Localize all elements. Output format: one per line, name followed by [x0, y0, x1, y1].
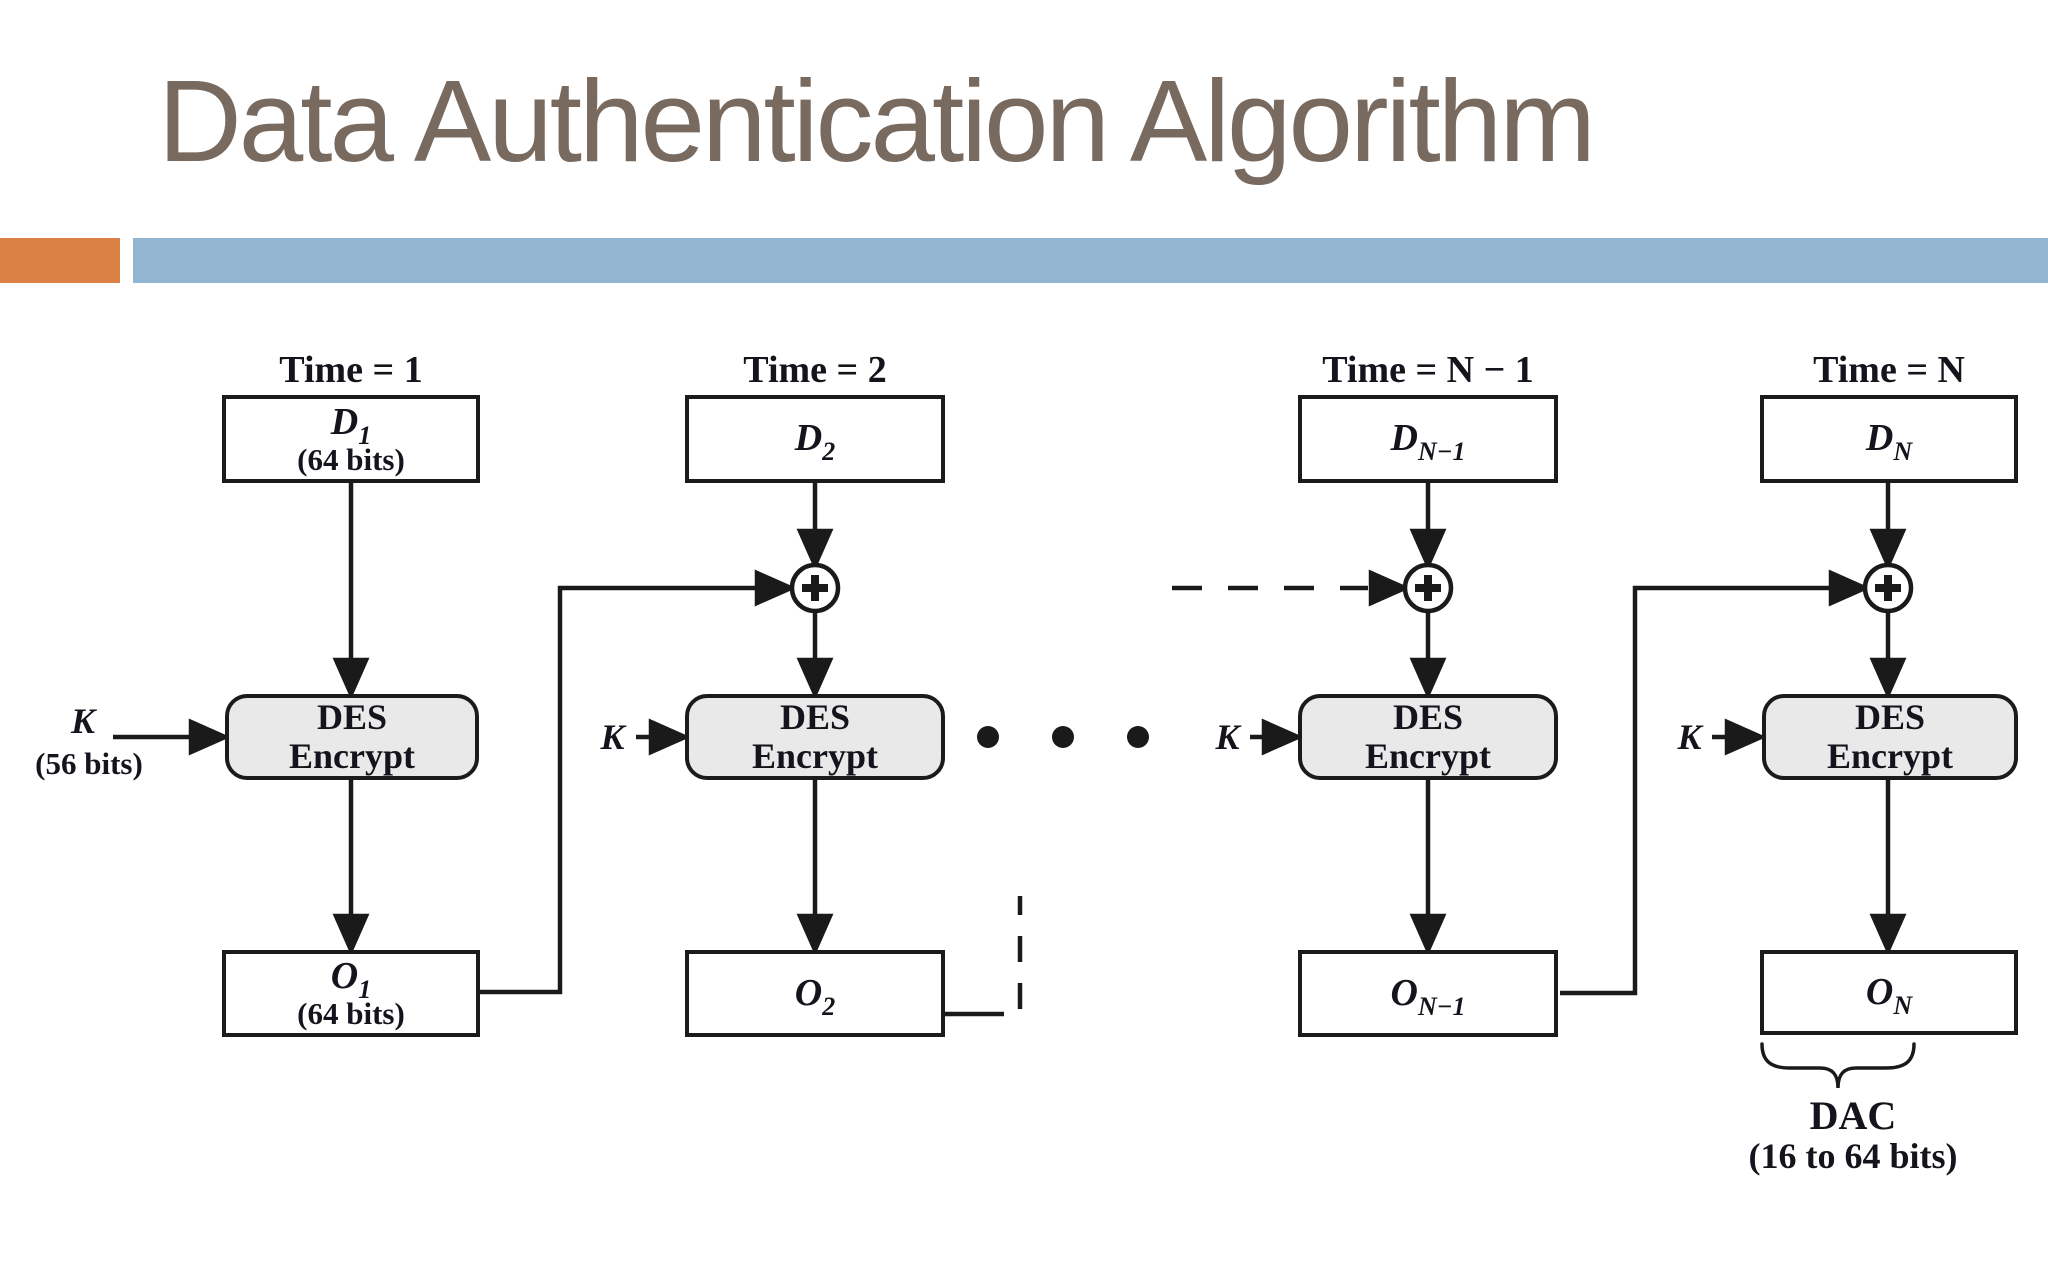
arrow-xor4-to-des4 — [1869, 611, 1907, 700]
k-note-col1: (56 bits) — [35, 746, 143, 781]
des-line1-col2: DES — [779, 697, 851, 738]
xor-node-col2 — [789, 562, 841, 614]
k-label-col2: K — [600, 717, 625, 757]
dashed-arrow-to-xor3 — [1172, 569, 1411, 607]
arrow-xor3-to-des3 — [1409, 611, 1447, 700]
arrow-k2-to-des2 — [636, 718, 691, 756]
arrow-des2-to-o2 — [796, 780, 834, 956]
des-line2-col2: Encrypt — [752, 736, 878, 776]
arrow-d2-to-xor2 — [796, 483, 834, 571]
d2-label: D2 — [794, 417, 836, 467]
des-line1-col4: DES — [1854, 697, 1926, 738]
on-1-label: ON−1 — [1390, 971, 1466, 1021]
dac-note: (16 to 64 bits) — [1748, 1136, 1958, 1176]
arrow-dn1-to-xor3 — [1409, 483, 1447, 571]
d1-note: (64 bits) — [297, 441, 405, 477]
feedback-on1-to-xor4 — [1560, 569, 1871, 996]
xor-node-col3 — [1402, 562, 1454, 614]
arrow-k3-to-des3 — [1250, 718, 1304, 756]
des-line2-col4: Encrypt — [1827, 736, 1953, 776]
o2-label: O2 — [794, 971, 836, 1021]
o1-box: O1 (64 bits) — [222, 950, 480, 1037]
dn-box: DN — [1760, 395, 2018, 483]
des-box-col2: DES Encrypt — [685, 694, 945, 780]
arrow-k1-to-des1 — [113, 718, 231, 756]
o1-note: (64 bits) — [297, 996, 405, 1032]
on-box: ON — [1760, 950, 2018, 1035]
page-title: Data Authentication Algorithm — [158, 56, 1596, 186]
d2-box: D2 — [685, 395, 945, 483]
dac-underbrace — [1760, 1042, 1916, 1089]
dac-caption: DAC (16 to 64 bits) — [1713, 1096, 1993, 1177]
des-box-col4: DES Encrypt — [1762, 694, 2018, 780]
arrow-dn-to-xor4 — [1869, 483, 1907, 571]
dn-1-label: DN−1 — [1390, 417, 1466, 467]
d1-label: D1 — [330, 400, 372, 450]
ellipsis-dots — [977, 726, 1149, 748]
xor-node-col4 — [1862, 562, 1914, 614]
feedback-o1-to-xor2 — [480, 569, 797, 995]
des-line2-col1: Encrypt — [289, 736, 415, 776]
time-label-col2: Time = 2 — [743, 349, 887, 391]
d1-box: D1 (64 bits) — [222, 395, 480, 483]
o2-box: O2 — [685, 950, 945, 1037]
on-label: ON — [1865, 970, 1913, 1020]
accent-bar-orange — [0, 238, 120, 283]
o1-label: O1 — [330, 955, 372, 1005]
dac-label: DAC — [1809, 1093, 1897, 1138]
arrow-des3-to-on1 — [1409, 780, 1447, 956]
time-label-col4: Time = N — [1813, 349, 1965, 391]
arrow-k4-to-des4 — [1712, 718, 1767, 756]
time-label-col1: Time = 1 — [279, 349, 423, 391]
des-box-col1: DES Encrypt — [225, 694, 479, 780]
k-label-col1: K — [70, 701, 95, 741]
dn-label: DN — [1865, 417, 1913, 467]
des-box-col3: DES Encrypt — [1298, 694, 1558, 780]
time-label-col3: Time = N − 1 — [1322, 349, 1534, 391]
k-label-col4: K — [1677, 717, 1702, 757]
des-line1-col3: DES — [1392, 697, 1464, 738]
arrow-des4-to-on — [1869, 780, 1907, 956]
des-line2-col3: Encrypt — [1365, 736, 1491, 776]
dn-1-box: DN−1 — [1298, 395, 1558, 483]
arrow-d1-to-des — [332, 483, 370, 700]
on-1-box: ON−1 — [1298, 950, 1558, 1037]
accent-bar-blue — [133, 238, 2048, 283]
arrow-des1-to-o1 — [332, 780, 370, 956]
k-label-col3: K — [1215, 717, 1240, 757]
des-line1-col1: DES — [316, 697, 388, 738]
arrow-xor2-to-des2 — [796, 611, 834, 700]
dashed-continuation-o2 — [942, 896, 1023, 1017]
